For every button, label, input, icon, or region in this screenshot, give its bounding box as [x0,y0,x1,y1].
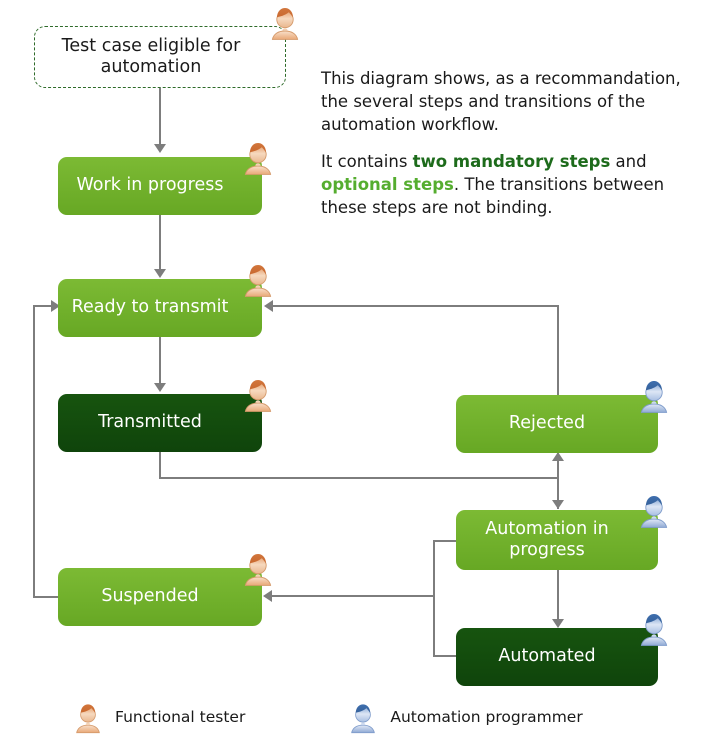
arrowhead-autoinprog-to-automated [552,619,564,628]
node-automated[interactable]: Automated [456,628,658,686]
node-label: Automation in progress [485,518,609,560]
description-paragraph-2: It contains two mandatory steps and opti… [321,151,693,219]
legend: Functional tester Automation programmer [70,698,583,736]
connector-rejected-up [557,305,559,397]
legend-item-automation-programmer: Automation programmer [345,699,583,735]
arrowhead-rejected-to-ready [264,300,273,312]
node-test-case-eligible[interactable]: Test case eligible for automation [34,26,286,88]
connector-transmitted-down [159,452,161,479]
connector-transmitted-right [159,477,559,479]
node-work-in-progress[interactable]: Work in progress [58,157,262,215]
connector-bracket-to-suspended [271,595,434,597]
node-label: Test case eligible for automation [61,35,241,77]
connector-autoinprog-to-automated [557,570,559,619]
node-ready-to-transmit[interactable]: Ready to transmit [58,279,262,337]
description-paragraph-1: This diagram shows, as a recommandation,… [321,69,681,134]
desc-p2-text3: . The transitions between these steps ar… [321,175,665,217]
desc-p2-text2: and [610,152,647,172]
connector-bracket-spine [433,540,435,657]
diagram-description: This diagram shows, as a recommandation,… [321,68,693,220]
desc-p2-text1: It contains [321,152,413,172]
connector-ready-to-transmitted [159,337,161,383]
arrowhead-to-rejected [552,452,564,461]
node-suspended[interactable]: Suspended [58,568,262,626]
node-transmitted[interactable]: Transmitted [58,394,262,452]
node-label: Work in progress [76,175,224,196]
person-blue-icon [345,699,381,735]
connector-suspended-left [33,596,60,598]
legend-label: Automation programmer [390,708,583,726]
connector-automated-left [433,655,460,657]
connector-start-to-wip [159,88,161,144]
legend-item-functional-tester: Functional tester [70,699,245,735]
connector-autoinprog-left [433,540,460,542]
node-label: Ready to transmit [71,297,229,318]
arrowhead-to-autoinprog [552,500,564,509]
arrowhead-start-to-wip [154,144,166,153]
description-gap [321,136,693,151]
connector-rejected-to-ready [272,305,559,307]
arrowhead-suspended-to-ready [51,300,60,312]
node-label: Suspended [101,586,199,607]
connector-rejected-autoinprog-spine [557,453,559,509]
node-label: Transmitted [98,412,202,433]
arrowhead-wip-to-ready [154,269,166,278]
node-label: Automated [498,646,596,667]
legend-label: Functional tester [115,708,246,726]
connector-wip-to-ready [159,215,161,269]
connector-suspended-up [33,305,35,598]
connector-suspended-to-ready [33,305,54,307]
arrowhead-to-suspended [263,590,272,602]
desc-p2-bold-mandatory: two mandatory steps [412,152,611,172]
node-rejected[interactable]: Rejected [456,395,658,453]
person-orange-icon [70,699,106,735]
desc-p2-bold-optional: optional steps [321,175,454,195]
node-automation-in-progress[interactable]: Automation in progress [456,510,658,570]
node-label: Rejected [508,413,586,434]
arrowhead-ready-to-transmitted [154,383,166,392]
